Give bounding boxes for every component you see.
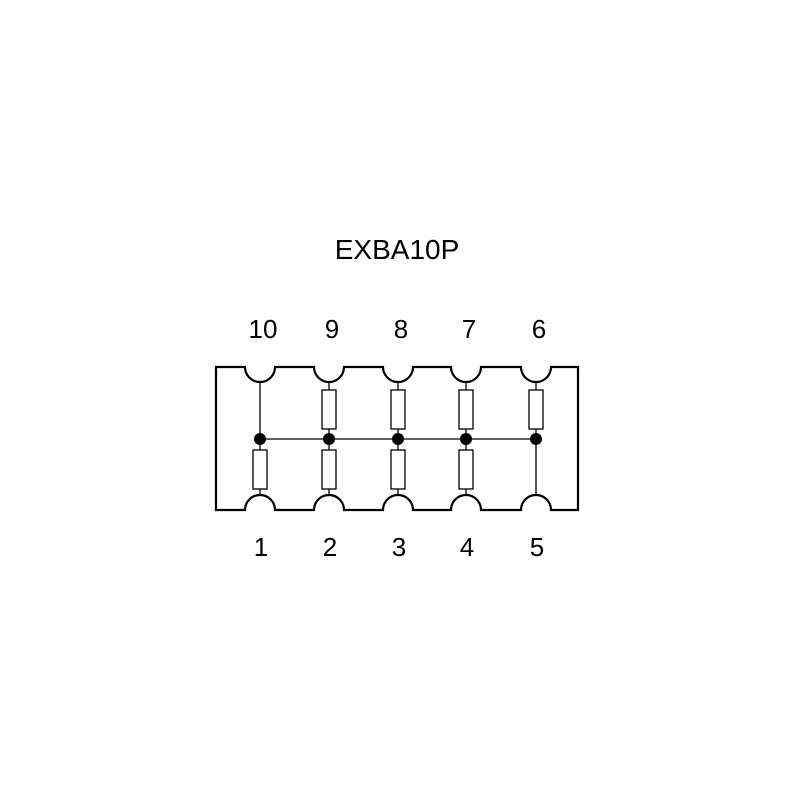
junction-dot — [323, 433, 335, 445]
resistor — [458, 389, 474, 430]
resistor — [252, 449, 268, 490]
pin-label-top: 10 — [249, 314, 278, 344]
pin-label-top: 7 — [462, 314, 476, 344]
resistor — [321, 389, 337, 430]
pin-label-bottom: 1 — [254, 532, 268, 562]
pin-label-bottom: 4 — [460, 532, 474, 562]
resistor — [390, 449, 406, 490]
resistor — [528, 389, 544, 430]
pin-label-top: 9 — [325, 314, 339, 344]
package-outline — [214, 365, 580, 512]
pin-label-bottom: 2 — [323, 532, 337, 562]
junction-dot — [530, 433, 542, 445]
part-title: EXBA10P — [335, 234, 460, 265]
pin-label-top: 8 — [394, 314, 408, 344]
pin-label-bottom: 5 — [530, 532, 544, 562]
pin-label-bottom: 3 — [392, 532, 406, 562]
junction-dot — [392, 433, 404, 445]
junction-dot — [254, 433, 266, 445]
resistor — [458, 449, 474, 490]
resistor — [390, 389, 406, 430]
resistor — [321, 449, 337, 490]
junction-dot — [460, 433, 472, 445]
pin-label-top: 6 — [532, 314, 546, 344]
